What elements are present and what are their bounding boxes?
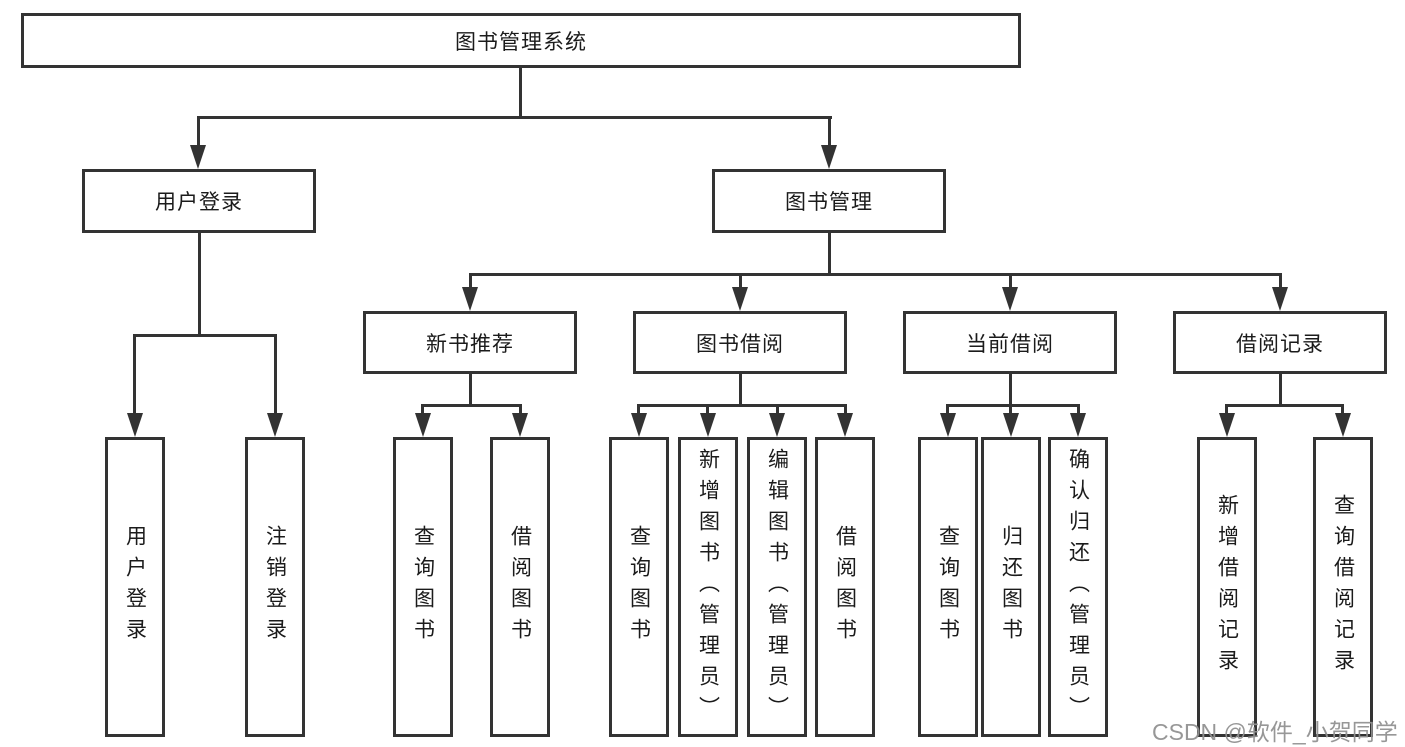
leaf-box-cb-return-books: 归还图书 (981, 437, 1041, 737)
node-box-borrowing-records: 借阅记录 (1173, 311, 1387, 374)
node-box-current-borrowing: 当前借阅 (903, 311, 1117, 374)
leaf-box-nb-borrow-books: 借阅图书 (490, 437, 550, 737)
connector-line (828, 233, 831, 276)
node-label: 图书管理系统 (455, 30, 587, 54)
arrow-down-icon (732, 287, 748, 311)
connector-line (519, 404, 522, 415)
leaf-box-logout: 注销登录 (245, 437, 305, 737)
leaf-label: 借阅图书 (508, 525, 532, 649)
connector-line (197, 116, 832, 119)
connector-line (1225, 404, 1228, 415)
connector-line (776, 404, 779, 415)
connector-line (1279, 374, 1282, 407)
leaf-box-cb-query-books: 查询图书 (918, 437, 978, 737)
node-box-system-root: 图书管理系统 (21, 13, 1021, 68)
arrow-down-icon (1219, 413, 1235, 437)
node-label: 借阅记录 (1236, 332, 1324, 356)
connector-line (1279, 273, 1282, 290)
leaf-box-nb-query-books: 查询图书 (393, 437, 453, 737)
leaf-label: 查询借阅记录 (1331, 494, 1355, 680)
leaf-box-bb-add-books-admin: 新增图书（管理员） (678, 437, 738, 737)
arrow-down-icon (127, 413, 143, 437)
connector-line (946, 404, 1080, 407)
arrow-down-icon (267, 413, 283, 437)
leaf-label: 确认归还（管理员） (1066, 447, 1090, 727)
leaf-box-bb-edit-books-admin: 编辑图书（管理员） (747, 437, 807, 737)
leaf-label: 查询图书 (411, 525, 435, 649)
node-box-new-book-recommend: 新书推荐 (363, 311, 577, 374)
connector-line (637, 404, 847, 407)
leaf-box-br-query-record: 查询借阅记录 (1313, 437, 1373, 737)
arrow-down-icon (1070, 413, 1086, 437)
leaf-box-cb-confirm-return-admin: 确认归还（管理员） (1048, 437, 1108, 737)
connector-line (197, 116, 200, 149)
connector-line (274, 334, 277, 416)
csdn-watermark: CSDN @软件_小贺同学 (1152, 719, 1398, 745)
connector-line (739, 273, 742, 290)
arrow-down-icon (821, 145, 837, 169)
arrow-down-icon (190, 145, 206, 169)
connector-line (469, 273, 472, 290)
arrow-down-icon (415, 413, 431, 437)
arrow-down-icon (1335, 413, 1351, 437)
connector-line (946, 404, 949, 415)
node-label: 图书借阅 (696, 332, 784, 356)
leaf-label: 查询图书 (627, 525, 651, 649)
arrow-down-icon (1272, 287, 1288, 311)
node-label: 用户登录 (155, 191, 243, 214)
connector-line (1225, 404, 1344, 407)
connector-line (637, 404, 640, 415)
node-label: 图书管理 (785, 191, 873, 214)
leaf-label: 注销登录 (263, 525, 287, 649)
connector-line (133, 334, 277, 337)
leaf-label: 归还图书 (999, 525, 1023, 649)
node-box-book-management: 图书管理 (712, 169, 946, 233)
leaf-box-user-login: 用户登录 (105, 437, 165, 737)
connector-line (469, 374, 472, 407)
connector-line (1009, 404, 1012, 415)
connector-line (421, 404, 424, 415)
connector-line (739, 374, 742, 407)
arrow-down-icon (1003, 413, 1019, 437)
arrow-down-icon (940, 413, 956, 437)
connector-line (198, 233, 201, 337)
arrow-down-icon (462, 287, 478, 311)
leaf-label: 用户登录 (123, 525, 147, 649)
connector-line (828, 116, 831, 149)
arrow-down-icon (700, 413, 716, 437)
leaf-box-bb-query-books: 查询图书 (609, 437, 669, 737)
leaf-box-br-add-record: 新增借阅记录 (1197, 437, 1257, 737)
node-box-user-login: 用户登录 (82, 169, 316, 233)
node-box-book-borrowing: 图书借阅 (633, 311, 847, 374)
leaf-label: 查询图书 (936, 525, 960, 649)
connector-line (1341, 404, 1344, 415)
leaf-label: 编辑图书（管理员） (765, 447, 789, 727)
node-label: 当前借阅 (966, 332, 1054, 356)
connector-line (519, 68, 522, 119)
connector-line (706, 404, 709, 415)
node-label: 新书推荐 (426, 332, 514, 356)
arrow-down-icon (631, 413, 647, 437)
connector-line (1009, 374, 1012, 407)
leaf-label: 借阅图书 (833, 525, 857, 649)
connector-line (421, 404, 522, 407)
leaf-label: 新增图书（管理员） (696, 447, 720, 727)
leaf-label: 新增借阅记录 (1215, 494, 1239, 680)
arrow-down-icon (837, 413, 853, 437)
arrow-down-icon (512, 413, 528, 437)
connector-line (469, 273, 1282, 276)
connector-line (133, 334, 136, 416)
connector-line (844, 404, 847, 415)
arrow-down-icon (769, 413, 785, 437)
connector-line (1077, 404, 1080, 415)
leaf-box-bb-borrow-books: 借阅图书 (815, 437, 875, 737)
connector-line (1009, 273, 1012, 290)
arrow-down-icon (1002, 287, 1018, 311)
